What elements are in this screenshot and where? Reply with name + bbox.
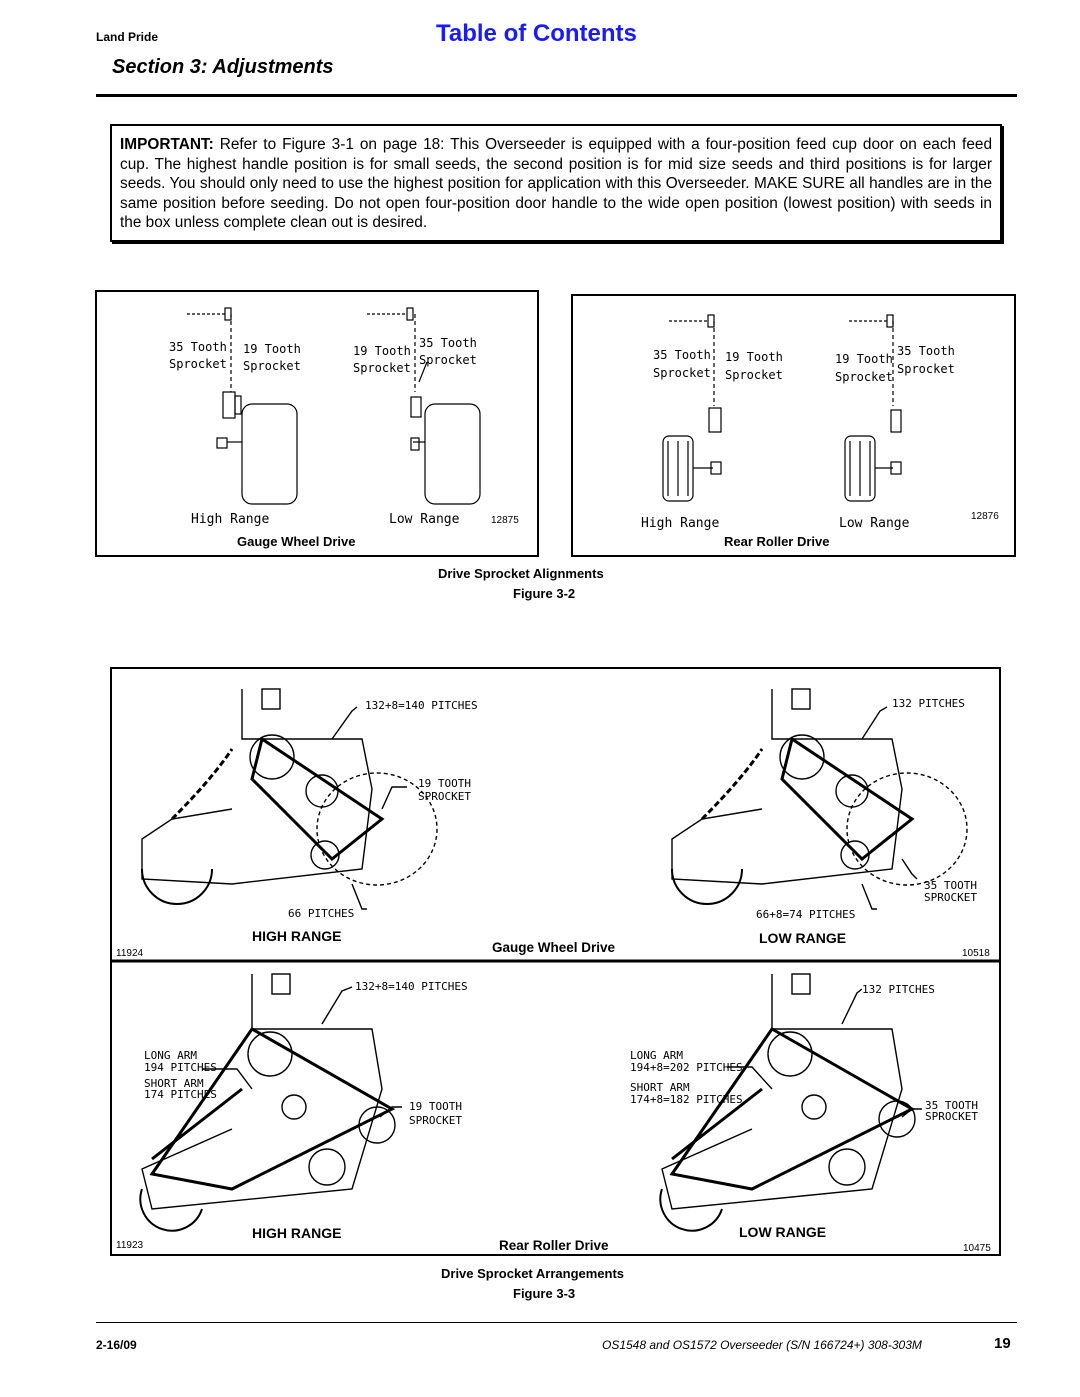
callout-bottom-left-sprocket: SPROCKET bbox=[409, 1114, 462, 1127]
callout-bottom-left-long-arm: LONG ARM bbox=[144, 1049, 197, 1062]
section-title: Section 3: Adjustments bbox=[112, 56, 334, 78]
bottom-low-range-label: LOW RANGE bbox=[739, 1224, 827, 1240]
callout-19-tooth-right: 19 Tooth bbox=[835, 352, 893, 366]
callout-35-tooth-right: 35 Tooth bbox=[419, 336, 477, 350]
rear-roller-alignment-drawing bbox=[662, 314, 902, 502]
figure-3-3-frame: 132+8=140 PITCHES 19 TOOTH SPROCKET 66 P… bbox=[110, 667, 1001, 1256]
callout-top-right-74-pitches: 66+8=74 PITCHES bbox=[756, 908, 856, 921]
footer-rule bbox=[96, 1322, 1017, 1323]
important-label: IMPORTANT: bbox=[120, 136, 214, 153]
figure-id: 12875 bbox=[491, 515, 519, 526]
callout-top-left-19-tooth: 19 TOOTH bbox=[418, 777, 471, 790]
callout-bottom-right-sprocket: SPROCKET bbox=[925, 1110, 978, 1123]
figure-3-2-label: Figure 3-2 bbox=[513, 586, 576, 601]
brand-name: Land Pride bbox=[96, 30, 159, 44]
bottom-left-id: 11923 bbox=[116, 1240, 144, 1251]
page-number: 19 bbox=[994, 1335, 1011, 1352]
top-right-id: 10518 bbox=[962, 948, 990, 959]
top-left-id: 11924 bbox=[116, 948, 144, 959]
callout-bottom-left-19-tooth: 19 TOOTH bbox=[409, 1100, 462, 1113]
rear-roller-alignment-panel: 35 Tooth Sprocket 19 Tooth Sprocket 19 T… bbox=[571, 294, 1016, 557]
callout-sprocket-right-b: Sprocket bbox=[419, 353, 477, 367]
callout-35-tooth-left: 35 Tooth bbox=[653, 348, 711, 362]
callout-sprocket-right-a: Sprocket bbox=[353, 361, 411, 375]
top-high-range-label: HIGH RANGE bbox=[252, 928, 342, 944]
callout-19-tooth-right: 19 Tooth bbox=[353, 344, 411, 358]
callout-top-left-sprocket: SPROCKET bbox=[418, 790, 471, 803]
callout-bottom-right-long-arm: LONG ARM bbox=[630, 1049, 683, 1062]
figure-3-2-title: Drive Sprocket Alignments bbox=[438, 566, 604, 581]
high-range-label: High Range bbox=[191, 512, 270, 527]
callout-top-left-pitches: 132+8=140 PITCHES bbox=[365, 699, 478, 712]
callout-19-tooth-left: 19 Tooth bbox=[725, 350, 783, 364]
figure-3-3-title: Drive Sprocket Arrangements bbox=[441, 1266, 625, 1281]
low-range-label: Low Range bbox=[839, 516, 910, 531]
callout-sprocket-right-b: Sprocket bbox=[897, 362, 955, 376]
gauge-wheel-alignment-panel: 35 Tooth Sprocket 19 Tooth Sprocket 19 T… bbox=[95, 290, 539, 557]
callout-bottom-left-194: 194 PITCHES bbox=[144, 1061, 217, 1074]
important-note: IMPORTANT: Refer to Figure 3-1 on page 1… bbox=[110, 124, 1002, 242]
callout-bottom-right-short-arm: SHORT ARM bbox=[630, 1081, 690, 1094]
callout-bottom-left-174: 174 PITCHES bbox=[144, 1088, 217, 1101]
important-text: Refer to Figure 3-1 on page 18: This Ove… bbox=[120, 136, 993, 231]
footer-date: 2-16/09 bbox=[96, 1338, 137, 1352]
table-of-contents-link[interactable]: Table of Contents bbox=[436, 20, 637, 47]
panel-caption: Rear Roller Drive bbox=[724, 534, 830, 549]
drive-sprocket-arrangements-drawing bbox=[112, 688, 999, 1232]
figure-id: 12876 bbox=[971, 511, 999, 522]
header-rule bbox=[96, 94, 1017, 97]
callout-sprocket-left-b: Sprocket bbox=[243, 359, 301, 373]
low-range-label: Low Range bbox=[389, 512, 460, 527]
callout-sprocket-left-a: Sprocket bbox=[169, 357, 227, 371]
callout-top-right-35-tooth: 35 TOOTH bbox=[924, 879, 977, 892]
gauge-wheel-alignment-drawing bbox=[187, 307, 481, 505]
callout-bottom-right-pitches: 132 PITCHES bbox=[862, 983, 935, 996]
callout-bottom-left-short-arm: SHORT ARM bbox=[144, 1077, 204, 1090]
callout-sprocket-left-b: Sprocket bbox=[725, 368, 783, 382]
high-range-label: High Range bbox=[641, 516, 720, 531]
bottom-right-id: 10475 bbox=[963, 1243, 991, 1254]
callout-sprocket-left-a: Sprocket bbox=[653, 366, 711, 380]
top-caption: Gauge Wheel Drive bbox=[492, 940, 616, 955]
callout-top-left-66-pitches: 66 PITCHES bbox=[288, 907, 355, 920]
figure-3-3-label: Figure 3-3 bbox=[513, 1286, 576, 1301]
callout-bottom-right-202: 194+8=202 PITCHES bbox=[630, 1061, 743, 1074]
callout-35-tooth-right: 35 Tooth bbox=[897, 344, 955, 358]
callout-bottom-right-35-tooth: 35 TOOTH bbox=[925, 1099, 978, 1112]
panel-caption: Gauge Wheel Drive bbox=[237, 534, 356, 549]
bottom-high-range-label: HIGH RANGE bbox=[252, 1225, 342, 1241]
callout-bottom-left-pitches: 132+8=140 PITCHES bbox=[355, 980, 468, 993]
callout-bottom-right-182: 174+8=182 PITCHES bbox=[630, 1093, 743, 1106]
callout-19-tooth-left: 19 Tooth bbox=[243, 342, 301, 356]
bottom-caption: Rear Roller Drive bbox=[499, 1238, 609, 1253]
callout-35-tooth-left: 35 Tooth bbox=[169, 340, 227, 354]
callout-top-right-sprocket: SPROCKET bbox=[924, 891, 977, 904]
callout-sprocket-right-a: Sprocket bbox=[835, 370, 893, 384]
callout-top-right-pitches: 132 PITCHES bbox=[892, 697, 965, 710]
footer-document: OS1548 and OS1572 Overseeder (S/N 166724… bbox=[602, 1338, 922, 1352]
top-low-range-label: LOW RANGE bbox=[759, 930, 847, 946]
